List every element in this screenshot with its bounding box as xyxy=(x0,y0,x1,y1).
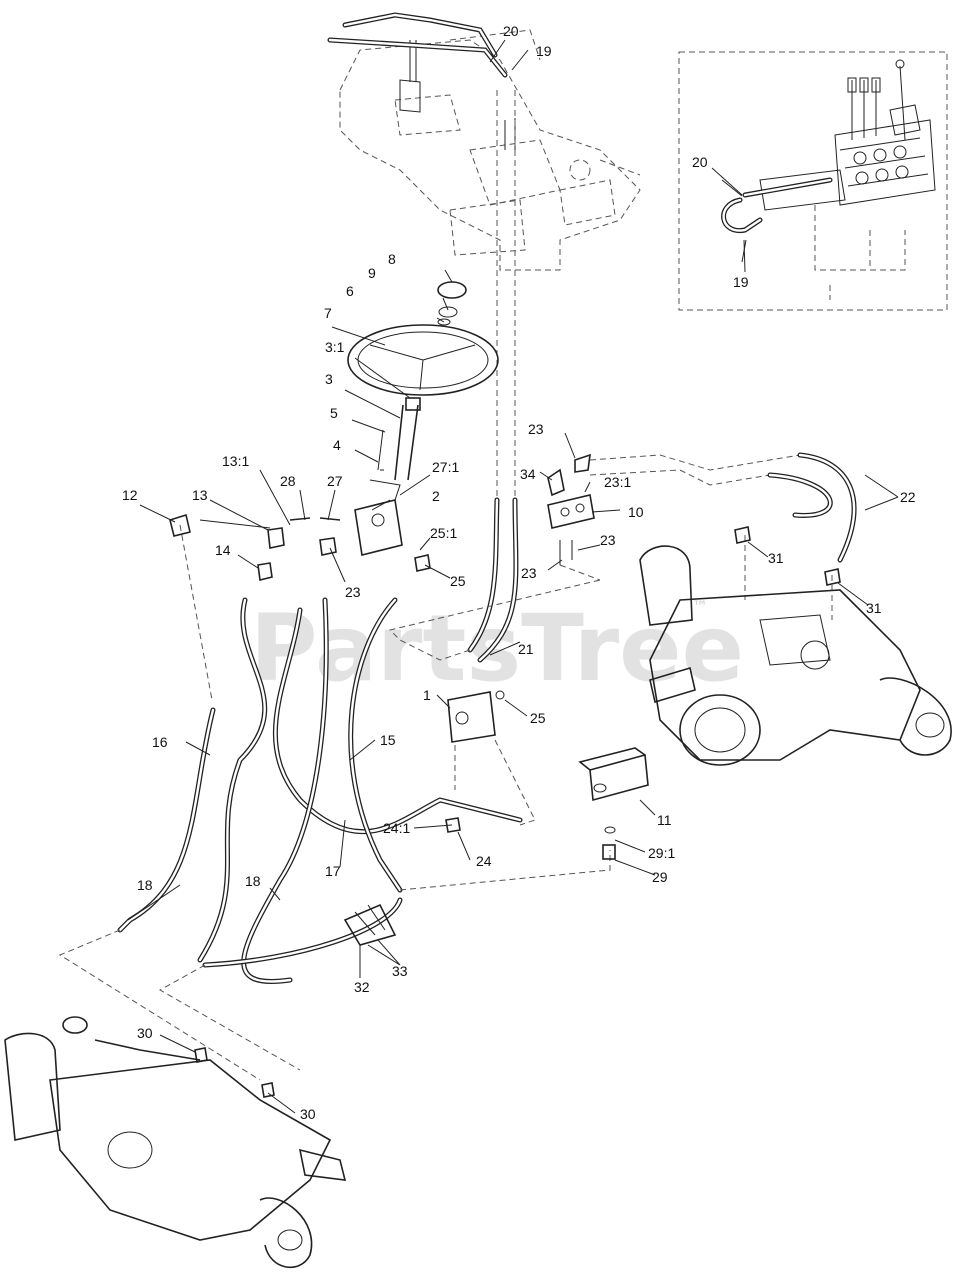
callout-2: 2 xyxy=(432,488,440,504)
callout-19-console: 19 xyxy=(536,43,552,59)
valve-1 xyxy=(447,690,536,826)
callout-13-1: 13:1 xyxy=(222,453,249,469)
rear-axle xyxy=(4,1016,347,1269)
callout-23-1: 23:1 xyxy=(604,474,631,490)
callout-5: 5 xyxy=(330,405,338,421)
front-axle xyxy=(639,545,952,766)
callout-1: 1 xyxy=(423,687,431,703)
callout-20-console: 20 xyxy=(503,23,519,39)
callout-16: 16 xyxy=(152,734,168,750)
callout-23-steering: 23 xyxy=(345,584,361,600)
callout-12: 12 xyxy=(122,487,138,503)
flow-divider-10 xyxy=(547,453,601,581)
callout-6: 6 xyxy=(346,283,354,299)
leader-lines xyxy=(127,39,899,1114)
callout-3: 3 xyxy=(325,371,333,387)
callout-21: 21 xyxy=(518,641,534,657)
callout-28: 28 xyxy=(280,473,296,489)
hose-bundle xyxy=(58,519,611,1081)
callout-25-steering: 25 xyxy=(450,573,466,589)
callout-19-inset: 19 xyxy=(733,274,749,290)
watermark: PartsTree ™ xyxy=(250,595,744,702)
callout-17: 17 xyxy=(325,863,341,879)
hose-22 xyxy=(589,452,857,620)
callout-23-top: 23 xyxy=(528,421,544,437)
callout-23-right: 23 xyxy=(600,532,616,548)
callout-29: 29 xyxy=(652,869,668,885)
steering-assembly xyxy=(347,281,499,556)
callout-15: 15 xyxy=(380,732,396,748)
callout-24-1: 24:1 xyxy=(383,820,410,836)
callout-29-1: 29:1 xyxy=(648,845,675,861)
callout-3-1: 3:1 xyxy=(325,339,345,355)
block-11 xyxy=(578,747,649,860)
callout-25-valve: 25 xyxy=(530,710,546,726)
callout-27: 27 xyxy=(327,473,343,489)
callout-13: 13 xyxy=(192,487,208,503)
callout-labels: 20 19 20 19 8 9 6 7 3:1 3 5 4 13:1 27:1 … xyxy=(122,23,916,1122)
callout-31-lower: 31 xyxy=(866,600,882,616)
callout-24: 24 xyxy=(476,853,492,869)
callout-22: 22 xyxy=(900,489,916,505)
callout-23-left: 23 xyxy=(521,565,537,581)
callout-32: 32 xyxy=(354,979,370,995)
callout-11: 11 xyxy=(657,812,672,828)
watermark-trademark: ™ xyxy=(692,597,708,616)
callout-34: 34 xyxy=(520,466,536,482)
callout-4: 4 xyxy=(333,437,341,453)
callout-10: 10 xyxy=(628,504,644,520)
callout-30-lower: 30 xyxy=(300,1106,316,1122)
inset-detail xyxy=(678,51,948,311)
callout-18-left: 18 xyxy=(137,877,153,893)
callout-25-1: 25:1 xyxy=(430,525,457,541)
callout-18-center: 18 xyxy=(245,873,261,889)
dash-console xyxy=(327,12,641,271)
hose-21 xyxy=(389,90,601,663)
callout-27-1: 27:1 xyxy=(432,459,459,475)
callout-31-upper: 31 xyxy=(768,550,784,566)
callout-14: 14 xyxy=(215,542,231,558)
callout-8: 8 xyxy=(388,251,396,267)
watermark-text: PartsTree xyxy=(250,595,744,702)
callout-20-inset: 20 xyxy=(692,154,708,170)
callout-7: 7 xyxy=(324,305,332,321)
callout-30-upper: 30 xyxy=(137,1025,153,1041)
callout-33: 33 xyxy=(392,963,408,979)
callout-9: 9 xyxy=(368,265,376,281)
